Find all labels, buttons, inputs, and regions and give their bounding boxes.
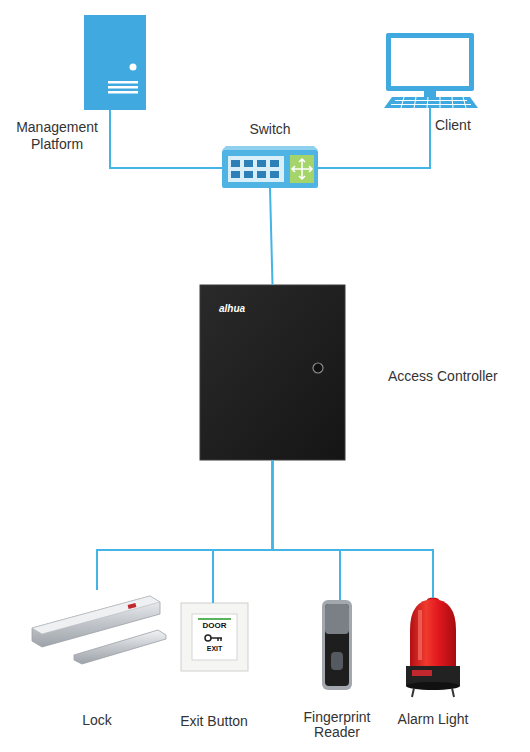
node-label: Switch — [230, 121, 310, 138]
computer-icon — [384, 33, 478, 108]
fingerprint-reader-device — [322, 600, 352, 690]
exit-button-node: Exit ButtonDOOREXIT — [181, 603, 248, 671]
switch-node: Switch — [222, 148, 318, 188]
network-cable — [273, 460, 341, 600]
network-cable — [273, 460, 434, 598]
server-node: Management Platform — [84, 15, 146, 110]
alarm-node: Alarm Light — [405, 598, 462, 695]
node-label: Client — [435, 117, 495, 134]
network-cable — [318, 108, 430, 168]
lock-node: Lock — [30, 590, 165, 668]
magnetic-lock — [32, 596, 166, 664]
network-cable — [270, 188, 273, 285]
network-cable — [97, 460, 273, 590]
node-label: Alarm Light — [378, 711, 488, 728]
node-label: Management Platform — [2, 119, 112, 153]
brand-logo: alhua — [219, 303, 279, 315]
network-cable — [110, 110, 222, 168]
network-cable — [213, 460, 273, 603]
button-text: DOOR — [181, 621, 248, 631]
node-label: Access Controller — [388, 368, 528, 385]
node-label: Exit Button — [164, 713, 264, 730]
alarm-light-device — [406, 598, 460, 698]
controller-cabinet — [200, 285, 345, 460]
reader-node: Fingerprint Reader — [322, 600, 352, 690]
client-node: Client — [383, 30, 478, 108]
server-icon — [84, 15, 146, 110]
button-text: EXIT — [181, 644, 248, 653]
node-label: Fingerprint Reader — [292, 710, 382, 740]
controller-node: Access Controlleralhua — [200, 285, 345, 460]
exit-button-plate — [181, 603, 248, 671]
node-label: Lock — [57, 712, 137, 729]
switch-icon — [222, 146, 318, 188]
